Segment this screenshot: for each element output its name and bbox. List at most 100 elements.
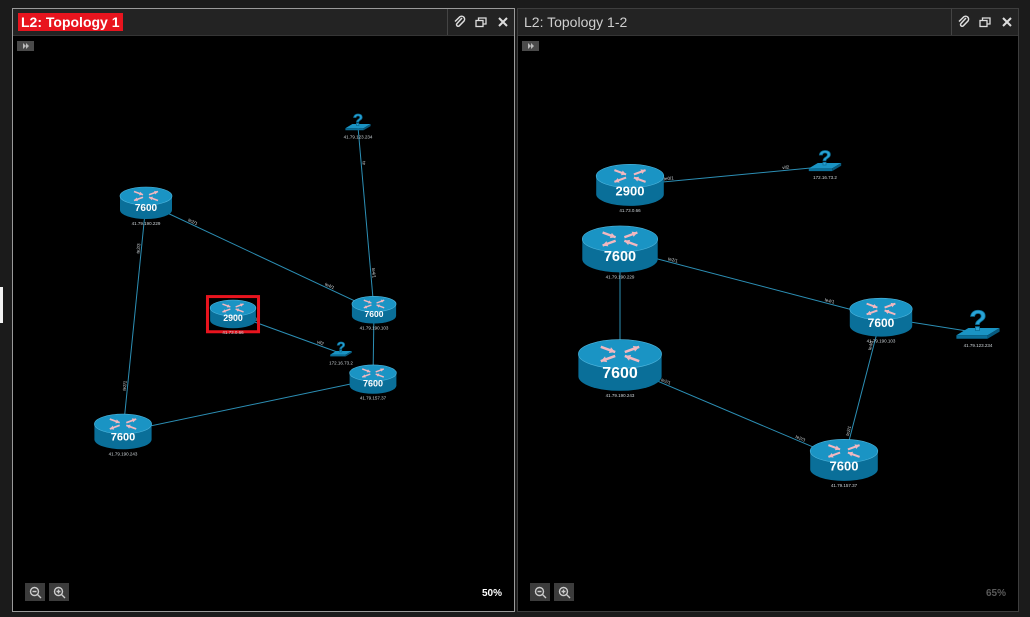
links-layer: te0/1 vif2 te2/1 te4/1 te2/1 te2/3 te4/1 te2/1 [619,164,979,461]
router-model: 7600 [868,316,895,330]
zoom-controls [530,583,574,601]
topology-link[interactable] [122,378,374,433]
link-port-label: te2/3 [795,434,807,443]
restore-window-icon[interactable] [974,9,996,35]
paperclip-icon[interactable] [952,9,974,35]
router-top [209,299,257,317]
close-icon[interactable] [492,9,514,35]
router-top [849,297,913,321]
unknown-device-base-end [345,351,352,357]
device-address: 41.79.190.243 [606,393,635,398]
link-port-label: te4/1 [824,297,835,304]
zoom-in-icon[interactable] [554,583,574,601]
unknown-device-base [956,328,1000,336]
router-top [582,225,659,253]
router-model: 2900 [223,313,243,323]
restore-window-icon[interactable] [470,9,492,35]
link-port-label: vif2 [782,164,790,170]
link-port-label: te2/1 [122,380,128,391]
router-top [809,438,879,463]
topology-link[interactable] [843,317,882,461]
zoom-in-icon[interactable] [49,583,69,601]
topology-canvas[interactable]: te0/1 vif2 te2/1 te4/1 te2/1 te2/3 te4/1 te2/1 2… [518,36,1018,612]
unknown-device-base-side [808,168,833,172]
topology-link[interactable] [145,202,375,311]
device-address: 41.79.190.103 [360,326,389,331]
router-model: 7600 [365,309,384,319]
device-address: 41.79.123.234 [344,134,373,139]
paperclip-icon[interactable] [448,9,470,35]
zoom-out-icon[interactable] [25,583,45,601]
router-arrows-icon [828,444,860,458]
question-mark-icon: ? [818,145,831,170]
device-address: 41.79.157.37 [360,396,387,401]
device-address: 172.16.73.2 [813,175,837,180]
router-model: 7600 [363,379,383,389]
device-address: 41.73.0.66 [619,208,641,213]
device-address: 41.79.190.229 [132,221,161,226]
link-port-label: te2/1 [667,256,678,263]
unknown-device-base [345,124,371,129]
link-port-label: te4/1 [324,281,336,290]
device-address: 41.79.190.229 [606,274,635,279]
router-arrows-icon [600,345,640,363]
topology-link[interactable] [619,248,882,318]
device-address: 41.79.123.234 [964,343,993,348]
expand-panel-icon[interactable] [17,41,34,51]
close-icon[interactable] [996,9,1018,35]
link-port-label: te2/3 [135,243,141,254]
unknown-device[interactable]: ? 172.16.73.2 [808,144,842,180]
zoom-level: 65% [985,588,1006,599]
router-device[interactable]: 2900 41.73.0.66 [595,164,665,213]
unknown-device[interactable]: ?41.79.123.234 [344,110,373,139]
topology-link[interactable] [122,202,147,432]
drag-handle[interactable] [0,287,3,323]
router-arrows-icon [363,299,385,309]
unknown-device-base-end [987,328,1000,339]
router-top [595,164,665,189]
selection-highlight [205,295,261,334]
devices-layer: 290041.73.0.66?172.16.73.2760041.79.190.… [578,144,1000,488]
router-model: 2900 [616,184,645,199]
topology-panel-2: L2: Topology 1-2 te0/1 vif2 te2/1 te4/1 te2/… [517,8,1019,612]
zoom-level: 50% [481,588,502,599]
panel-titlebar[interactable]: L2: Topology 1 [13,9,514,36]
topology-link[interactable] [357,126,375,310]
link-port-label: vif2 [316,339,325,346]
link-port-label: te2/1 [187,217,199,226]
zoom-out-icon[interactable] [530,583,550,601]
unknown-device[interactable]: ?41.79.123.234 [956,305,1000,348]
titlebar-buttons [447,9,514,35]
device-address: 41.79.190.243 [109,451,138,456]
router-device[interactable]: 7600 41.79.190.103 [849,297,913,344]
expand-panel-icon[interactable] [522,41,539,51]
topology-canvas[interactable]: te2/1te4/1tete4/1te2/3te2/1te0/1vif2?41.… [13,36,514,612]
router-top [351,296,397,312]
panel-title: L2: Topology 1-2 [524,14,628,30]
router-device[interactable]: 7600 41.79.190.103 [351,296,397,331]
router-arrows-icon [866,302,896,316]
router-device[interactable]: 7600 41.79.157.37 [349,364,397,401]
unknown-device[interactable]: ?172.16.73.2 [329,340,353,366]
unknown-device-base-side [956,335,988,339]
unknown-device-base [330,351,352,355]
separator [447,9,448,35]
link-port-label: te0/1 [663,175,674,181]
devices-layer: ?41.79.123.234760041.79.190.229290041.73… [94,110,397,456]
router-model: 7600 [111,432,135,444]
device-address: 41.79.190.103 [867,339,896,344]
question-mark-icon: ? [337,340,346,356]
link-port-label: te2/1 [660,377,672,386]
router-arrows-icon [602,231,638,247]
link-port-label: te4/1 [867,339,874,350]
panel-title: L2: Topology 1 [18,13,123,31]
router-device[interactable]: 7600 41.79.190.243 [94,413,152,456]
panel-titlebar[interactable]: L2: Topology 1-2 [518,9,1018,36]
link-port-label: te2/1 [845,425,852,436]
unknown-device-base-side [330,354,346,357]
